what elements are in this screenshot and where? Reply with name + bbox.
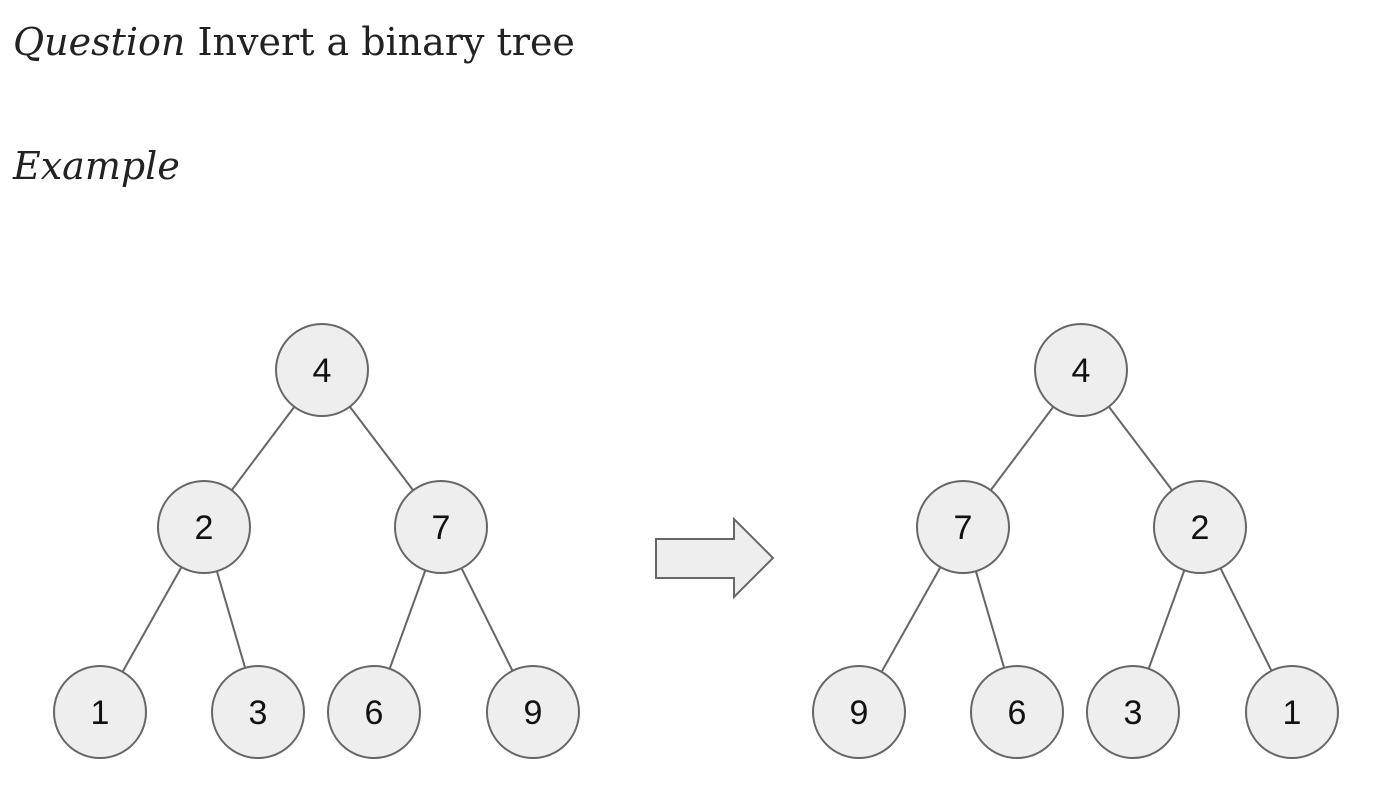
inverted-level1-node-0-circle (916, 480, 1010, 574)
inverted-level1-node-1-circle (1153, 480, 1247, 574)
original-level1-node-1-value: 7 (432, 509, 451, 547)
inverted-level1-node-0-value: 7 (954, 509, 973, 547)
original-leaf-node-0-circle (53, 665, 147, 759)
inverted-leaf-node-0-circle (812, 665, 906, 759)
inverted-leaf-node-2-circle (1086, 665, 1180, 759)
original-leaf-node-2: 6 (327, 665, 421, 759)
original-edge-l1b-right (460, 567, 514, 672)
original-leaf-node-0-value: 1 (91, 694, 110, 732)
original-edge-l1a-left (121, 566, 183, 673)
original-leaf-node-0: 1 (53, 665, 147, 759)
inverted-leaf-node-1-circle (970, 665, 1064, 759)
inverted-leaf-node-2: 3 (1086, 665, 1180, 759)
original-level1-node-1: 7 (394, 480, 488, 574)
inverted-leaf-node-1-value: 6 (1008, 694, 1027, 732)
inverted-edge-root-right (1107, 406, 1174, 491)
inverted-root-node-value: 4 (1072, 352, 1091, 390)
original-leaf-node-1-value: 3 (249, 694, 268, 732)
original-leaf-node-1: 3 (211, 665, 305, 759)
inverted-leaf-node-3-circle (1245, 665, 1339, 759)
inverted-leaf-node-0-value: 9 (850, 694, 869, 732)
original-edge-root-right (348, 406, 415, 491)
inverted-leaf-node-1: 6 (970, 665, 1064, 759)
inverted-leaf-node-0: 9 (812, 665, 906, 759)
original-leaf-node-1-circle (211, 665, 305, 759)
right-arrow-icon (655, 516, 775, 600)
inverted-leaf-node-2-value: 3 (1124, 694, 1143, 732)
inverted-root-node: 4 (1034, 323, 1128, 417)
inverted-root-node-circle (1034, 323, 1128, 417)
original-leaf-node-3-value: 9 (524, 694, 543, 732)
inverted-leaf-node-3: 1 (1245, 665, 1339, 759)
original-tree: 4 2 7 1 3 6 9 (53, 323, 580, 759)
inverted-tree: 4 7 2 9 6 3 1 (812, 323, 1339, 759)
question-label: Question (13, 20, 186, 64)
original-leaf-node-3: 9 (486, 665, 580, 759)
inversion-arrow (655, 516, 775, 600)
original-edge-root-left (230, 406, 296, 491)
question-text: Invert a binary tree (197, 20, 575, 64)
original-edge-l1b-left (388, 569, 427, 670)
inverted-leaf-node-3-value: 1 (1283, 694, 1302, 732)
original-level1-node-0: 2 (157, 480, 251, 574)
original-root-node: 4 (275, 323, 369, 417)
original-leaf-node-3-circle (486, 665, 580, 759)
inverted-level1-node-1-value: 2 (1191, 509, 1210, 547)
inverted-edge-l1a-right (974, 570, 1006, 669)
original-leaf-node-2-circle (327, 665, 421, 759)
original-level1-node-1-circle (394, 480, 488, 574)
original-level1-node-0-value: 2 (195, 509, 214, 547)
original-edge-l1a-right (215, 570, 247, 669)
original-level1-node-0-circle (157, 480, 251, 574)
inverted-edge-l1b-left (1147, 569, 1186, 670)
inverted-edge-l1a-left (880, 566, 942, 673)
inverted-level1-node-0: 7 (916, 480, 1010, 574)
inverted-level1-node-1: 2 (1153, 480, 1247, 574)
example-heading: Example (13, 144, 180, 188)
inverted-edge-root-left (989, 406, 1055, 491)
inverted-edge-l1b-right (1219, 567, 1273, 672)
original-leaf-node-2-value: 6 (365, 694, 384, 732)
original-root-node-circle (275, 323, 369, 417)
original-root-node-value: 4 (313, 352, 332, 390)
question-line: Question Invert a binary tree (13, 18, 575, 66)
